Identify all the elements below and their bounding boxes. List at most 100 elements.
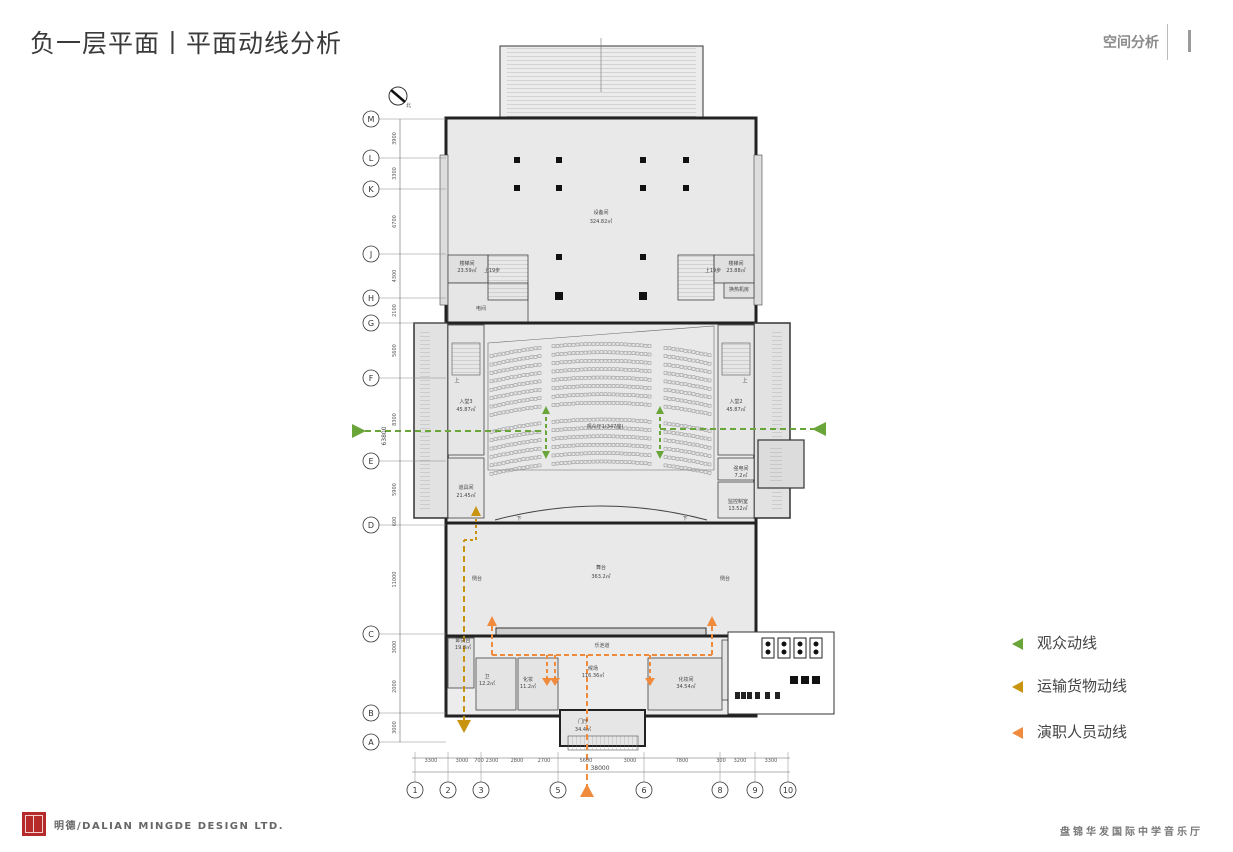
seat: [607, 426, 612, 430]
seat: [663, 455, 668, 459]
seat: [579, 376, 584, 380]
seat: [489, 371, 494, 375]
seat: [687, 358, 692, 362]
seat: [525, 423, 530, 427]
seat: [611, 443, 616, 447]
seat: [583, 376, 588, 380]
seat: [517, 458, 522, 462]
seat: [707, 387, 712, 391]
seat: [667, 380, 672, 384]
seat: [513, 391, 518, 396]
stair-up-r: 上: [742, 377, 747, 384]
seat: [603, 426, 608, 430]
seat: [505, 376, 510, 380]
seat: [579, 401, 584, 405]
seat: [615, 350, 620, 355]
seat: [691, 400, 696, 405]
seat: [675, 448, 680, 452]
seat: [627, 351, 632, 355]
seat: [559, 385, 564, 390]
seat: [551, 352, 556, 357]
seat: [595, 359, 600, 363]
seat: [505, 384, 510, 389]
seat: [563, 343, 568, 347]
seat: [667, 371, 672, 376]
seat: [639, 352, 644, 356]
seat: [635, 351, 640, 356]
performer-flow: [487, 616, 717, 797]
col-axis-label: 10: [783, 786, 793, 795]
seat: [591, 342, 596, 346]
seat: [639, 461, 644, 465]
seat: [563, 377, 568, 381]
seat: [675, 406, 680, 410]
col-dim-label: 3300: [425, 758, 438, 764]
seat: [643, 436, 648, 440]
seat: [529, 347, 534, 351]
company-footer: 明德/DALIAN MINGDE DESIGN LTD.: [22, 812, 284, 836]
equipment-panel: [735, 692, 740, 699]
room-makeup-r: 化妆间: [678, 676, 693, 683]
seat: [667, 397, 672, 401]
seat: [679, 423, 684, 428]
seat: [551, 361, 556, 365]
legend-audience-flow: 观众动线: [1012, 632, 1097, 653]
seat: [521, 407, 526, 411]
seat: [529, 464, 534, 469]
seat: [635, 435, 640, 440]
seat: [687, 391, 692, 396]
seat: [699, 452, 704, 457]
equipment-panel: [747, 692, 752, 699]
seat: [639, 419, 644, 423]
goods-flow: [457, 506, 481, 733]
seat: [595, 417, 600, 422]
seat: [631, 435, 636, 439]
seat: [497, 436, 502, 441]
seat: [703, 445, 708, 449]
seat: [615, 392, 620, 397]
seat: [583, 384, 588, 388]
seat: [671, 431, 676, 435]
column-pillar: [556, 185, 562, 191]
seat: [533, 464, 538, 468]
seat: [591, 434, 596, 439]
triangle-icon: [1012, 637, 1023, 650]
seat: [591, 384, 596, 388]
seat: [579, 359, 584, 363]
seat: [611, 375, 616, 380]
seat: [671, 464, 676, 469]
seat: [679, 356, 684, 361]
column-pillar: [514, 185, 520, 191]
seat: [647, 386, 652, 390]
seat: [575, 452, 580, 456]
seat: [671, 422, 676, 427]
seat: [509, 358, 514, 363]
seat: [489, 396, 494, 400]
seat: [635, 452, 640, 457]
row-dim-label: 4300: [392, 270, 398, 283]
seat: [571, 385, 576, 389]
seat: [501, 360, 506, 364]
seat: [599, 417, 604, 422]
seat: [513, 366, 518, 370]
seat: [695, 376, 700, 380]
seat: [575, 460, 580, 464]
seat: [619, 376, 624, 380]
equipment-unit: [777, 637, 791, 659]
seat: [699, 469, 704, 473]
col-dim-label: 2700: [538, 758, 551, 764]
seat: [663, 388, 668, 392]
seat: [513, 458, 518, 463]
seat: [575, 342, 580, 347]
col-dim-label: 3300: [765, 758, 778, 764]
seat: [631, 443, 636, 448]
seat: [687, 458, 692, 463]
seat: [493, 387, 498, 391]
seat: [691, 468, 696, 472]
seat: [683, 391, 688, 395]
seat: [501, 435, 506, 440]
seat: [533, 439, 538, 443]
seat: [559, 394, 564, 398]
seat: [509, 392, 514, 396]
seat: [525, 448, 530, 452]
